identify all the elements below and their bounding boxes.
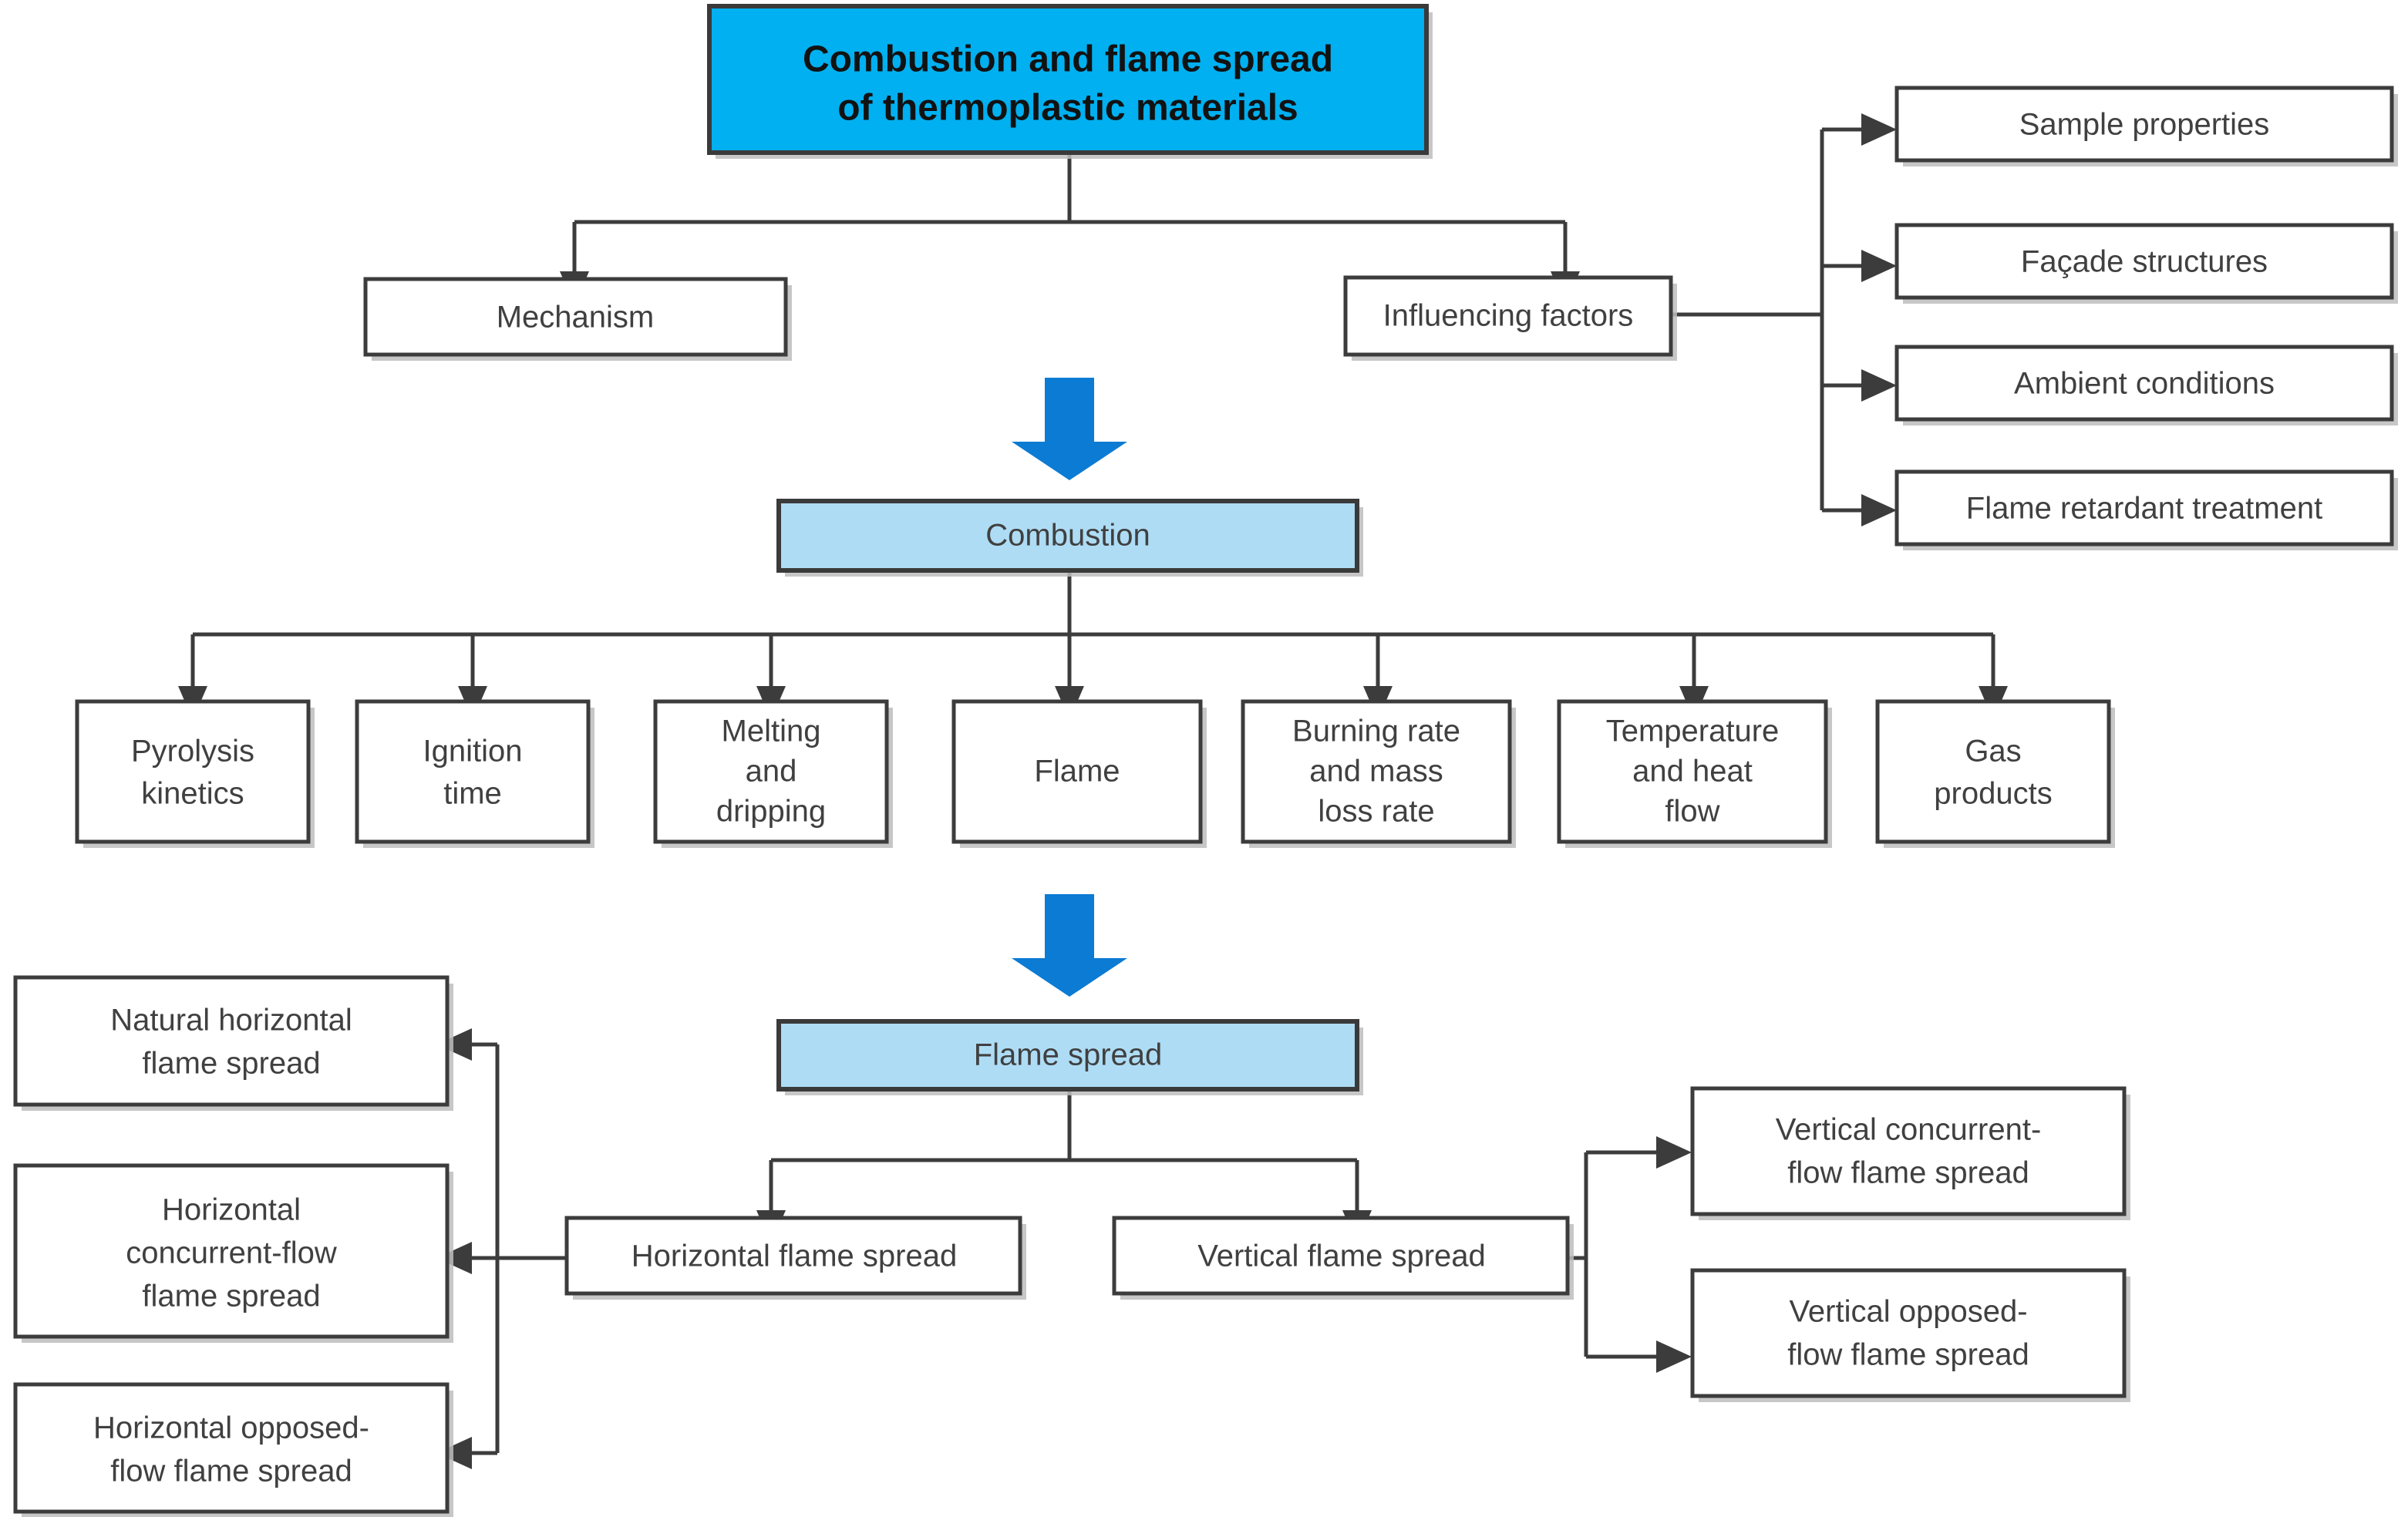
node-mechanism-label: Mechanism: [497, 301, 655, 335]
node-horizontal-opposed-line-2: flow flame spread: [110, 1455, 352, 1488]
node-influencing-factors-label: Influencing factors: [1383, 299, 1634, 333]
node-horizontal-concurrent-line-1: Horizontal: [162, 1193, 301, 1227]
node-gas-products-line-1: Gas: [1965, 735, 2021, 769]
node-facade-structures: Façade structures: [1894, 223, 2398, 304]
node-sample-properties: Sample properties: [1894, 86, 2398, 166]
node-vertical-opposed-flow: Vertical opposed- flow flame spread: [1690, 1268, 2130, 1402]
title-line-1: Combustion and flame spread: [803, 39, 1333, 80]
node-horizontal-flame-spread-label: Horizontal flame spread: [631, 1240, 957, 1273]
node-pyrolysis-kinetics: Pyrolysis kinetics: [75, 699, 315, 848]
node-melting-and-dripping: Melting and dripping: [653, 699, 893, 848]
arrowhead-right-retardant: [1861, 494, 1897, 526]
node-gas-products: Gas products: [1875, 699, 2115, 848]
node-ambient-conditions: Ambient conditions: [1894, 345, 2398, 426]
node-horizontal-concurrent-line-3: flame spread: [142, 1280, 320, 1314]
node-vertical-flame-spread-label: Vertical flame spread: [1197, 1240, 1486, 1273]
node-influencing-factors: Influencing factors: [1343, 275, 1677, 361]
connectors-flame-spread: [769, 1091, 1359, 1210]
node-burning-rate-line-1: Burning rate: [1292, 715, 1460, 748]
connectors-vertical-children: [1565, 1150, 1656, 1359]
arrowhead-right-v1: [1656, 1136, 1692, 1169]
node-melting-and-dripping-line-3: dripping: [716, 795, 826, 829]
node-facade-structures-label: Façade structures: [2021, 245, 2268, 279]
node-natural-horizontal-line-2: flame spread: [142, 1047, 320, 1081]
node-burning-rate-line-2: and mass: [1309, 755, 1443, 789]
node-horizontal-opposed-line-1: Horizontal opposed-: [93, 1411, 369, 1445]
arrowhead-right-facade: [1861, 250, 1897, 282]
node-temperature-heat-flow-line-1: Temperature: [1606, 715, 1780, 748]
connectors-horizontal-children: [472, 1042, 567, 1455]
node-temperature-heat-flow-line-2: and heat: [1632, 755, 1753, 789]
node-vertical-opposed-line-2: flow flame spread: [1787, 1338, 2029, 1372]
node-horizontal-concurrent-line-2: concurrent-flow: [126, 1236, 337, 1270]
node-natural-horizontal-line-1: Natural horizontal: [110, 1004, 352, 1038]
node-gas-products-line-2: products: [1934, 777, 2052, 811]
node-flame-retardant-treatment-label: Flame retardant treatment: [1966, 492, 2322, 526]
arrowhead-right-v2: [1656, 1340, 1692, 1373]
node-pyrolysis-kinetics-line-1: Pyrolysis: [131, 735, 254, 769]
node-vertical-concurrent-line-1: Vertical concurrent-: [1776, 1113, 2042, 1147]
node-temperature-heat-flow-line-3: flow: [1665, 795, 1719, 829]
node-mechanism: Mechanism: [363, 277, 792, 361]
node-melting-and-dripping-line-1: Melting: [722, 715, 821, 748]
node-flame-retardant-treatment: Flame retardant treatment: [1894, 469, 2398, 550]
connectors-combustion: [190, 570, 1995, 686]
node-title: Combustion and flame spread of thermopla…: [707, 4, 1433, 159]
node-sample-properties-label: Sample properties: [2019, 108, 2270, 142]
node-ambient-conditions-label: Ambient conditions: [2014, 367, 2275, 401]
arrow-flame-spread: [1012, 894, 1127, 997]
arrowhead-right-ambient: [1861, 369, 1897, 402]
node-temperature-heat-flow: Temperature and heat flow: [1557, 699, 1832, 848]
node-natural-horizontal-flame-spread: Natural horizontal flame spread: [13, 975, 453, 1111]
node-vertical-flame-spread: Vertical flame spread: [1112, 1216, 1574, 1300]
node-ignition-time-line-1: Ignition: [423, 735, 523, 769]
title-line-2: of thermoplastic materials: [837, 88, 1298, 129]
node-horizontal-opposed-flow: Horizontal opposed- flow flame spread: [13, 1382, 453, 1517]
node-vertical-concurrent-flow: Vertical concurrent- flow flame spread: [1690, 1086, 2130, 1220]
node-ignition-time: Ignition time: [355, 699, 594, 848]
node-vertical-opposed-line-1: Vertical opposed-: [1789, 1295, 2027, 1329]
connectors-top: [572, 154, 1568, 271]
node-melting-and-dripping-line-2: and: [746, 755, 797, 789]
node-flame-line-1: Flame: [1034, 755, 1120, 789]
arrow-combustion: [1012, 378, 1127, 480]
node-combustion-stage: Combustion: [776, 499, 1363, 577]
node-vertical-concurrent-line-2: flow flame spread: [1787, 1156, 2029, 1190]
node-horizontal-flame-spread: Horizontal flame spread: [564, 1216, 1026, 1300]
node-burning-rate: Burning rate and mass loss rate: [1241, 699, 1516, 848]
connectors-influencing: [1671, 127, 1861, 513]
node-flame: Flame: [951, 699, 1207, 848]
node-combustion-stage-label: Combustion: [985, 519, 1150, 553]
arrowhead-right-sample: [1861, 113, 1897, 146]
node-ignition-time-line-2: time: [443, 777, 502, 811]
node-horizontal-concurrent-flow: Horizontal concurrent-flow flame spread: [13, 1163, 453, 1343]
node-burning-rate-line-3: loss rate: [1318, 795, 1434, 829]
node-flame-spread-stage-label: Flame spread: [974, 1038, 1163, 1072]
node-pyrolysis-kinetics-line-2: kinetics: [141, 777, 244, 811]
node-flame-spread-stage: Flame spread: [776, 1019, 1363, 1095]
